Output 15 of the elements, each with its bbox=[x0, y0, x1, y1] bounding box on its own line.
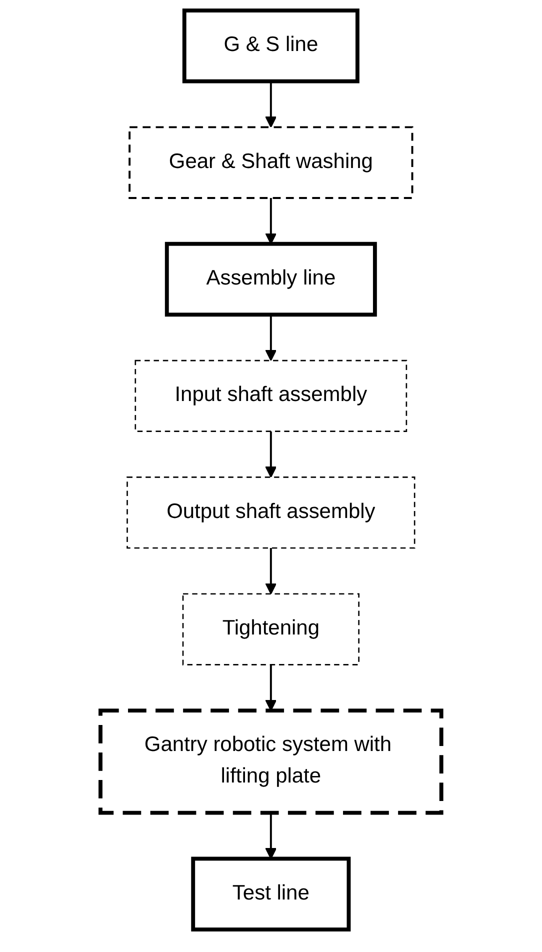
node-box: Gantry robotic system with lifting plate bbox=[98, 708, 444, 815]
arrow bbox=[265, 664, 277, 712]
node-box: Gear & Shaft washing bbox=[128, 126, 414, 199]
node-box: Input shaft assembly bbox=[134, 360, 408, 432]
node-box: Assembly line bbox=[165, 242, 377, 317]
arrow bbox=[265, 431, 277, 478]
arrow bbox=[265, 314, 277, 362]
node-box: Tightening bbox=[182, 593, 360, 666]
node-box: Output shaft assembly bbox=[126, 476, 416, 549]
node-box: G & S line bbox=[182, 8, 360, 84]
arrow bbox=[265, 548, 277, 594]
node-box: Test line bbox=[191, 856, 351, 932]
arrow bbox=[265, 812, 277, 860]
arrow bbox=[265, 198, 277, 244]
arrow bbox=[265, 81, 277, 128]
